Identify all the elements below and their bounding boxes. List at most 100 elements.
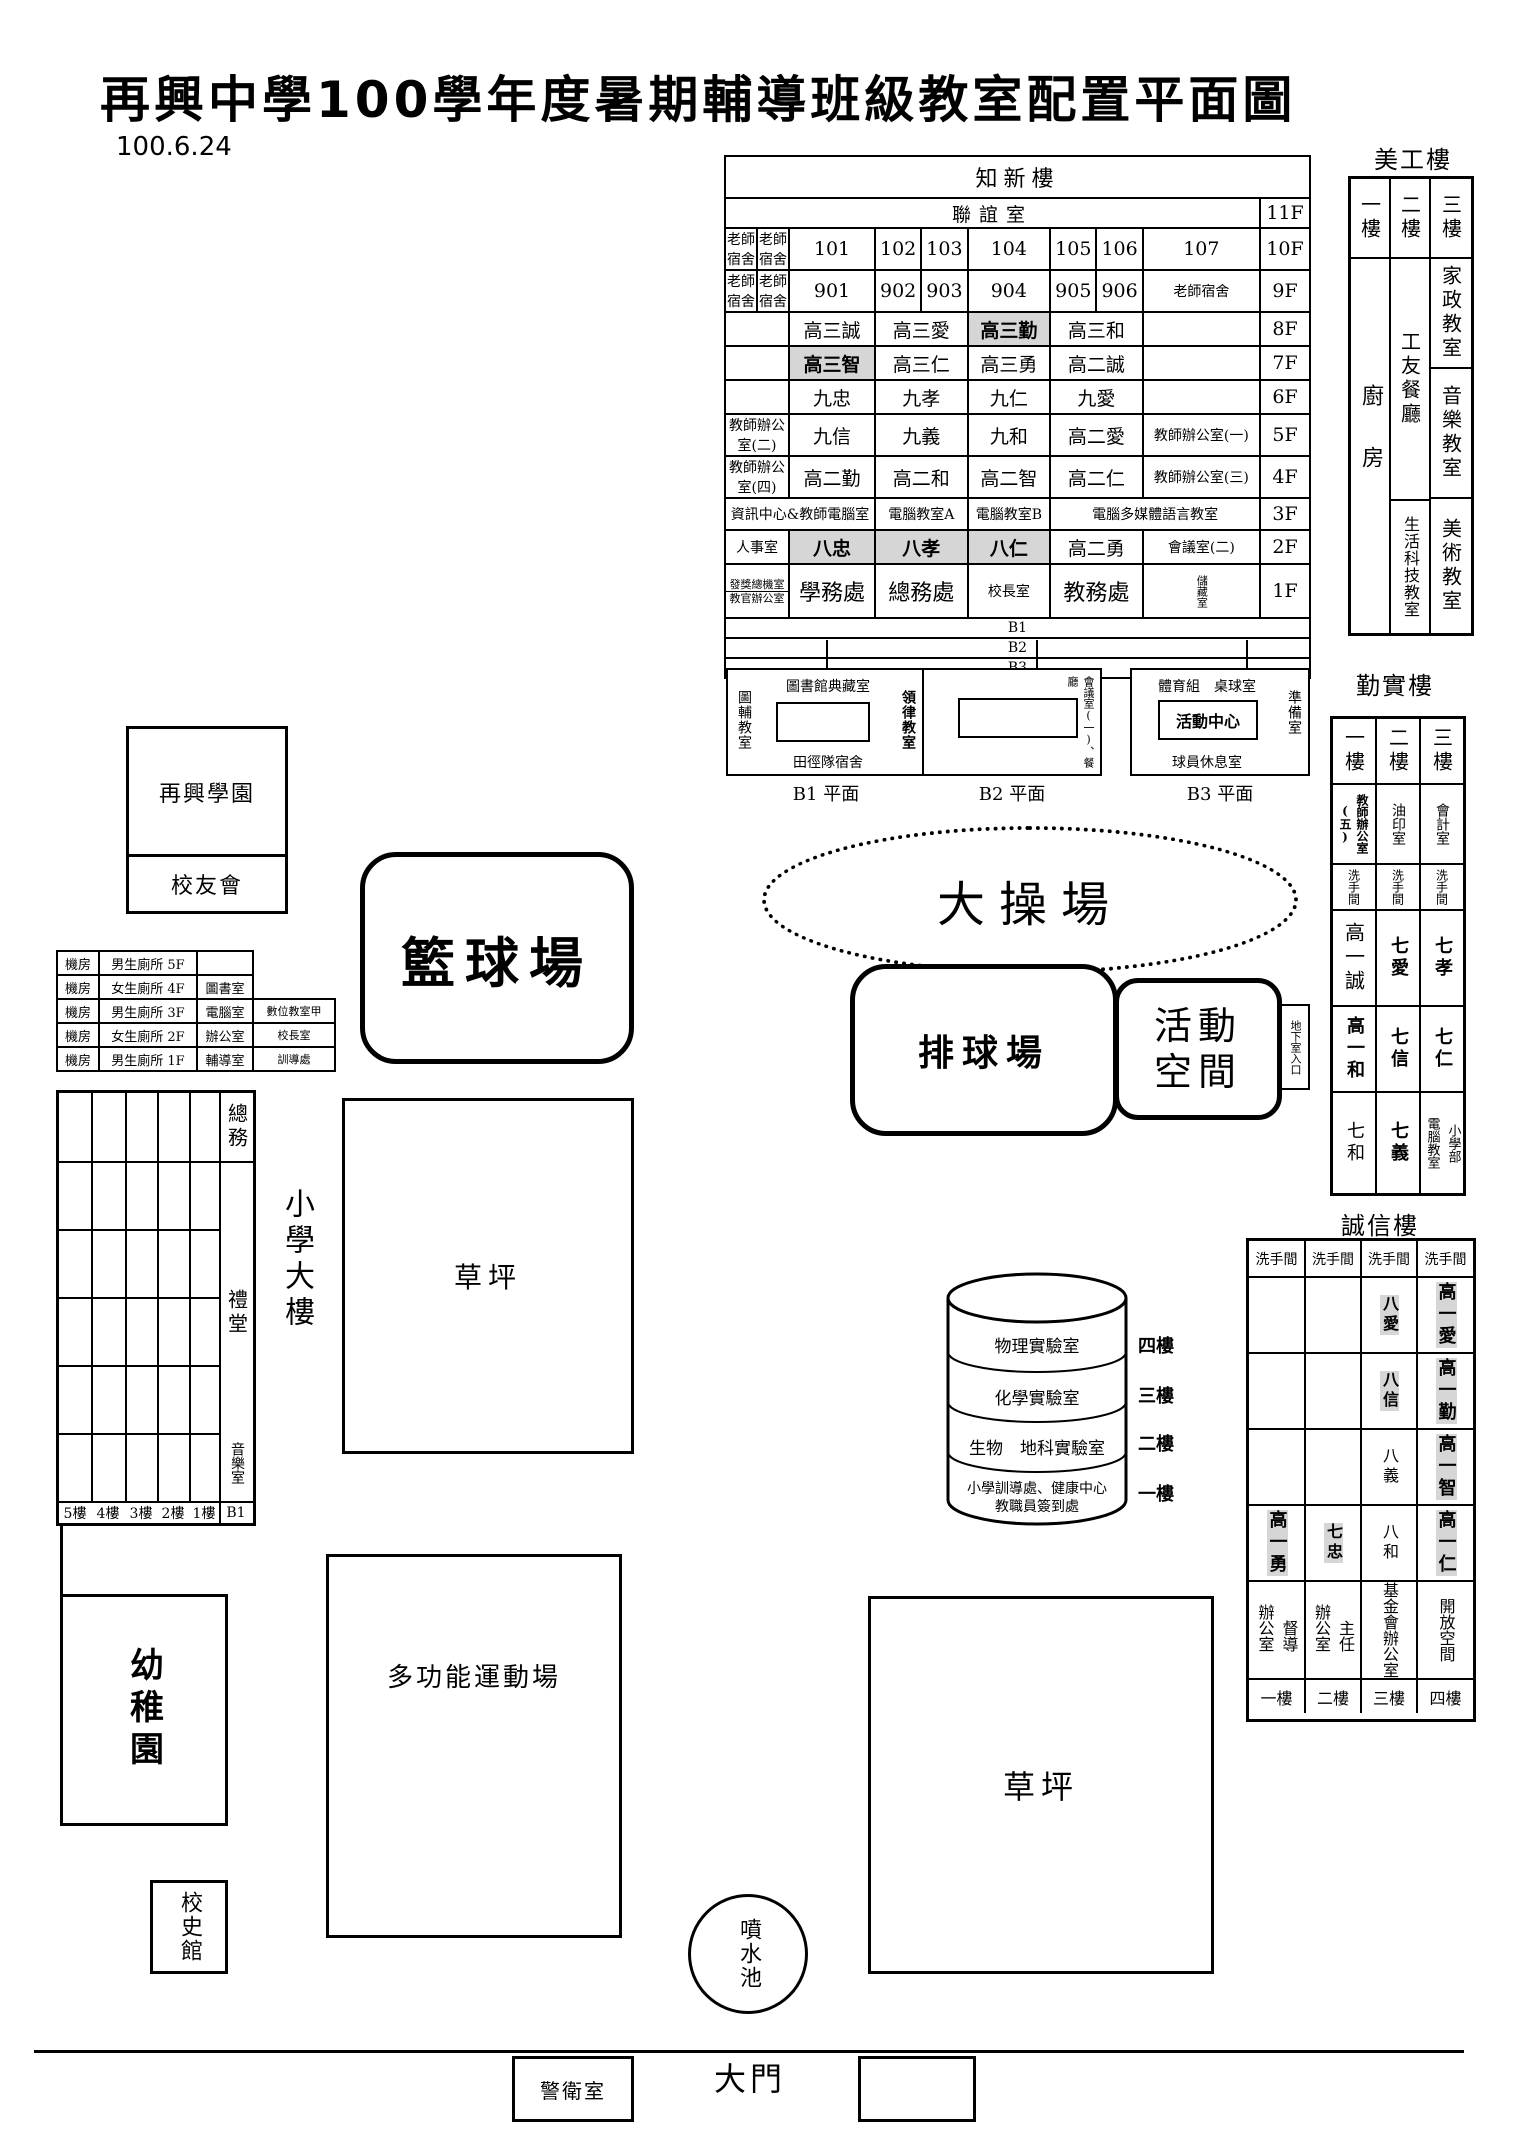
floor-label: 10F (1259, 227, 1311, 271)
connector-line (826, 640, 828, 668)
room-cell: 洗手間 (1249, 1241, 1306, 1278)
room-text: 八信 (1380, 1371, 1399, 1411)
room-cell: 高二勇 (1049, 529, 1144, 565)
room-kitchen: 廚房 (1351, 259, 1391, 633)
b3-inner: 活動中心 (1158, 700, 1258, 740)
room-cell: 電腦室 (196, 998, 254, 1024)
multi-sports-court: 多功能運動場 (326, 1554, 622, 1938)
room-cell: 開放空間 (1416, 1580, 1473, 1680)
floor-label: 一樓 (1351, 179, 1391, 259)
boundary-line (34, 2050, 1464, 2053)
grid-line (59, 1161, 219, 1163)
room-cell: 教師辦公室(四) (724, 455, 790, 499)
room-cell: 男生廁所 3F (98, 998, 198, 1024)
room-cell: 九義 (874, 413, 969, 457)
volleyball-court: 排球場 (850, 964, 1118, 1136)
room-life-tech: 生活科技教室 (1391, 499, 1431, 633)
room-cell: 904 (966, 269, 1052, 313)
multi-label: 多功能運動場 (386, 1663, 561, 1693)
room-cell (724, 311, 790, 347)
room-cell: 九愛 (1049, 379, 1144, 415)
guard-label: 警衛室 (540, 2078, 606, 2103)
lawn-1: 草坪 (342, 1098, 634, 1454)
floor-label: 二樓 (1391, 179, 1431, 259)
floor-label: 三樓 (1421, 719, 1463, 785)
qinshi-building: 一樓 二樓 三樓 教師辦公室(五) 油印室 會計室 洗手間 洗手間 洗手間 高一… (1330, 716, 1466, 1196)
room-cell: 高三和 (1049, 311, 1144, 347)
gate-booth (858, 2056, 976, 2122)
room-cell: 高二仁 (1049, 455, 1144, 499)
room-cell (1304, 1276, 1362, 1354)
lab-building: 物理實驗室 化學實驗室 生物 地科實驗室 小學訓導處、健康中心 教職員簽到處 (944, 1272, 1130, 1530)
primary-table: 機房 男生廁所 5F 機房 女生廁所 4F 圖書室 機房 男生廁所 3F 電腦室… (56, 950, 336, 1072)
basement-entrance: 地下室入口 (1280, 1004, 1310, 1090)
floor-label: 11F (1259, 197, 1311, 229)
guard-room: 警衛室 (512, 2056, 634, 2122)
room-cell: 高三愛 (874, 311, 969, 347)
lab-level: 二樓 (1138, 1434, 1174, 1455)
room-text: 高一智 (1435, 1434, 1457, 1500)
basketball-court: 籃球場 (360, 852, 634, 1064)
floor-label: 三樓 (1360, 1678, 1418, 1713)
room-cell: 資訊中心&教師電腦室 (724, 497, 876, 531)
room-cell: 電腦多媒體語言教室 (1049, 497, 1261, 531)
room-cell: 903 (920, 269, 969, 313)
room-cell: 高二智 (966, 455, 1052, 499)
room-cell: 男生廁所 1F (98, 1046, 198, 1072)
room-cell: 102 (873, 227, 923, 271)
room-text: 督導 (1279, 1620, 1299, 1652)
b3-plan: 體育組 桌球室 活動中心 準備室 球員休息室 (1130, 668, 1310, 776)
room-cell: 高二勤 (788, 455, 876, 499)
room-music: 音樂教室 (1431, 369, 1471, 499)
room-cell: 洗手間 (1304, 1241, 1362, 1278)
room-canteen: 工友餐廳 (1391, 259, 1431, 499)
room-cell: 數位教室甲 (252, 998, 336, 1024)
room-cell: 訓導處 (252, 1046, 336, 1072)
sports-field: 大操場 (762, 826, 1298, 974)
room-cell (724, 345, 790, 381)
b1-top: 圖書館典藏室 (786, 679, 870, 695)
room-cell: 洗手間 (1377, 865, 1421, 911)
room-cell: 高一勤 (1416, 1352, 1473, 1430)
b2-side-right: 會議室(一)、餐廳 (1066, 676, 1095, 768)
title-text: 再興中學100學年度暑期輔導班級教室配置平面圖 (100, 71, 1297, 129)
grid-line (59, 1365, 219, 1367)
room-litang: 禮堂 (224, 1289, 249, 1337)
room-cell: 九仁 (966, 379, 1052, 415)
b1-caption: B1 平面 (792, 784, 860, 805)
room-cell: 906 (1095, 269, 1144, 313)
room-cell: 老師宿舍 (724, 227, 758, 271)
floor-label: 1F (1259, 563, 1311, 619)
zhixin-name: 知新樓 (724, 155, 1311, 197)
room-cell: 老師宿舍 (756, 227, 790, 271)
room-cell: 機房 (56, 950, 100, 976)
b2-plan: 會議室(一)、餐廳 (922, 668, 1102, 776)
room-cell: 男生廁所 5F (98, 950, 198, 976)
connector-line (1036, 640, 1038, 668)
room-cell: 校長室 (966, 563, 1052, 619)
room-cell: 老師宿舍 (756, 269, 790, 313)
basketball-label: 籃球場 (401, 930, 593, 995)
floor-label: 8F (1259, 311, 1311, 347)
room-cell: 七孝 (1421, 911, 1463, 1007)
qinshi-name: 勤實樓 (1356, 672, 1434, 700)
room-text: 辦公室 (1312, 1604, 1331, 1652)
floor-label: 5樓 (63, 1506, 87, 1522)
history-label: 校史館 (177, 1891, 202, 1963)
room-cell (196, 950, 254, 976)
kindergarten: 幼稚園 (60, 1594, 228, 1826)
meigong-building: 一樓 二樓 三樓 廚房 工友餐廳 生活科技教室 家政教室 音樂教室 美術教室 (1348, 176, 1474, 636)
lab-floor: 物理實驗室 (994, 1337, 1080, 1357)
chengxin-name: 誠信樓 (1341, 1212, 1419, 1240)
room-cell: 八忠 (788, 529, 876, 565)
b1-inner-box (776, 702, 870, 742)
zaixing-label: 再興學園 (129, 729, 285, 857)
room-cell (1249, 1276, 1306, 1354)
floor-label: 二樓 (1304, 1678, 1362, 1713)
room-text: 教官辦公室 (729, 591, 785, 605)
volleyball-label: 排球場 (917, 1032, 1050, 1074)
floor-label: 3樓 (129, 1506, 153, 1522)
room-cell: 高一智 (1416, 1428, 1473, 1506)
connector-line (1246, 640, 1248, 668)
